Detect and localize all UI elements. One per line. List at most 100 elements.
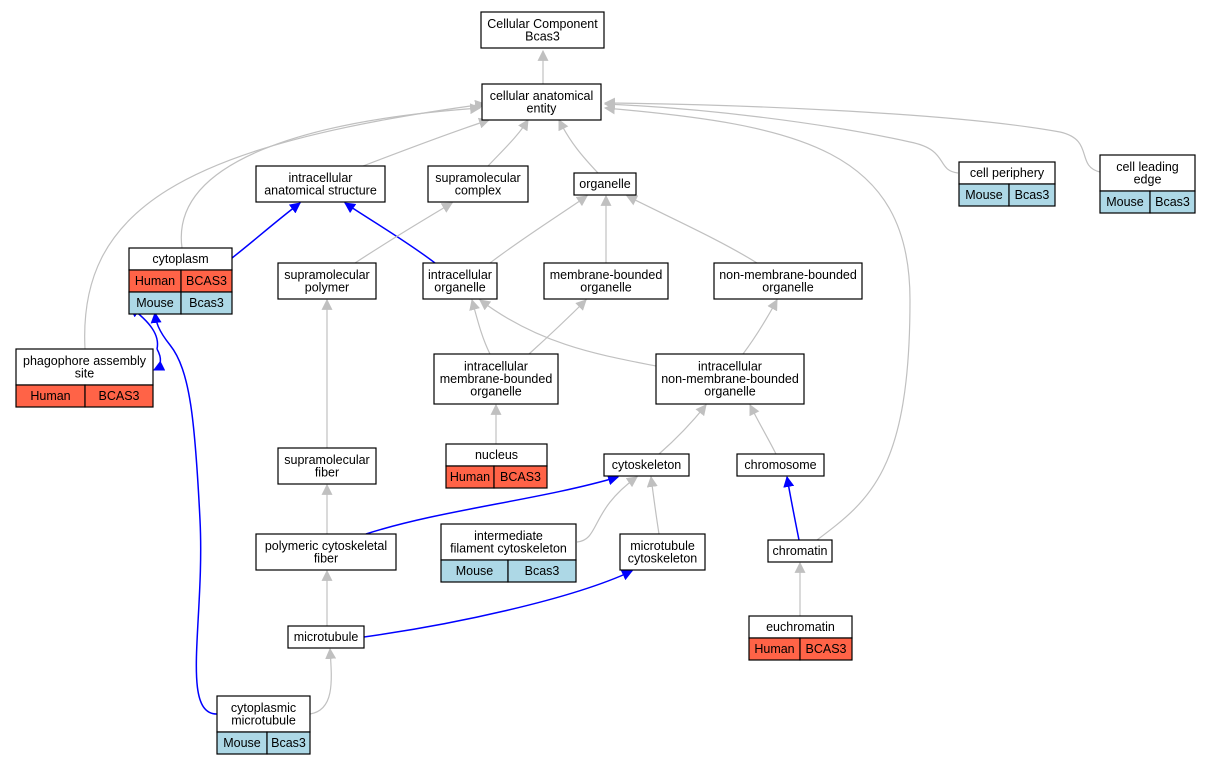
node-label: non-membrane-bounded	[719, 268, 857, 282]
node-label: cytoplasm	[152, 252, 208, 266]
node-label: membrane-bounded	[440, 372, 553, 386]
node-box	[277, 447, 377, 485]
gene-label: BCAS3	[99, 389, 140, 403]
node-chrt[interactable]: chromatin	[767, 539, 833, 563]
node-label: organelle	[704, 385, 755, 399]
node-box	[655, 353, 805, 405]
node-label: cell periphery	[970, 166, 1045, 180]
node-label: supramolecular	[284, 268, 369, 282]
node-box	[481, 83, 602, 121]
species-label: Human	[135, 274, 175, 288]
gene-cell	[799, 637, 853, 661]
node-label: site	[75, 366, 95, 380]
node-box	[433, 353, 559, 405]
species-label: Mouse	[136, 296, 174, 310]
node-label: organelle	[762, 280, 813, 294]
node-label: intracellular	[289, 171, 353, 185]
is-a-edge-18	[479, 299, 657, 367]
is-a-edge-28	[646, 475, 660, 535]
node-box	[427, 165, 529, 203]
node-box	[619, 533, 706, 571]
node-label: chromosome	[744, 458, 816, 472]
is-a-edge-2	[487, 119, 529, 167]
part-of-edge-20	[153, 348, 166, 371]
node-label: phagophore assembly	[23, 354, 147, 368]
is-a-edge-8	[603, 103, 911, 541]
node-label: entity	[527, 101, 558, 115]
node-csk[interactable]: cytoskeleton	[603, 453, 690, 477]
node-box	[480, 11, 605, 49]
part-of-edge-34	[150, 311, 218, 715]
node-box	[277, 262, 377, 300]
gene-label: Bcas3	[525, 564, 560, 578]
node-chrs[interactable]: chromosome	[736, 453, 825, 477]
node-label: euchromatin	[766, 620, 835, 634]
node-label: organelle	[470, 385, 521, 399]
is-a-edge-33	[309, 647, 337, 715]
node-label: chromatin	[773, 544, 828, 558]
gene-label: Bcas3	[271, 736, 306, 750]
gene-cell	[1149, 190, 1196, 214]
is-a-edge-23	[658, 404, 707, 455]
node-label: membrane-bounded	[550, 268, 663, 282]
species-label: Human	[754, 642, 794, 656]
node-box	[573, 172, 637, 196]
gene-label: BCAS3	[186, 274, 227, 288]
gene-cell	[1008, 183, 1056, 207]
node-box	[422, 262, 498, 300]
species-label: Mouse	[1106, 195, 1144, 209]
node-label: complex	[455, 183, 502, 197]
is-a-edge-3	[558, 119, 599, 174]
node-mt[interactable]: microtubule	[287, 625, 365, 649]
node-label: fiber	[314, 551, 338, 565]
is-a-edge-1	[362, 117, 491, 167]
node-box	[255, 165, 386, 203]
part-of-edge-29	[783, 475, 800, 541]
part-of-edge-10	[344, 202, 436, 264]
is-a-edge-5	[603, 97, 1101, 173]
species-label: Mouse	[223, 736, 261, 750]
node-box	[767, 539, 833, 563]
is-a-edge-17	[528, 299, 587, 355]
node-box	[543, 262, 669, 300]
species-label: Mouse	[456, 564, 494, 578]
part-of-edge-31	[363, 570, 633, 638]
is-a-edge-27	[576, 476, 638, 543]
part-of-edge-26	[365, 474, 620, 535]
node-label: filament cytoskeleton	[450, 541, 567, 555]
node-label: organelle	[580, 280, 631, 294]
node-label: polymeric cytoskeletal	[265, 539, 387, 553]
gene-cell	[266, 731, 311, 755]
node-inmbo[interactable]: intracellularnon-membrane-boundedorganel…	[655, 353, 805, 405]
node-label: microtubule	[294, 630, 359, 644]
node-label: organelle	[579, 177, 630, 191]
node-box	[287, 625, 365, 649]
node-label: cellular anatomical	[490, 89, 594, 103]
node-box	[15, 348, 154, 386]
node-box	[603, 453, 690, 477]
node-label: non-membrane-bounded	[661, 372, 799, 386]
node-org[interactable]: organelle	[573, 172, 637, 196]
